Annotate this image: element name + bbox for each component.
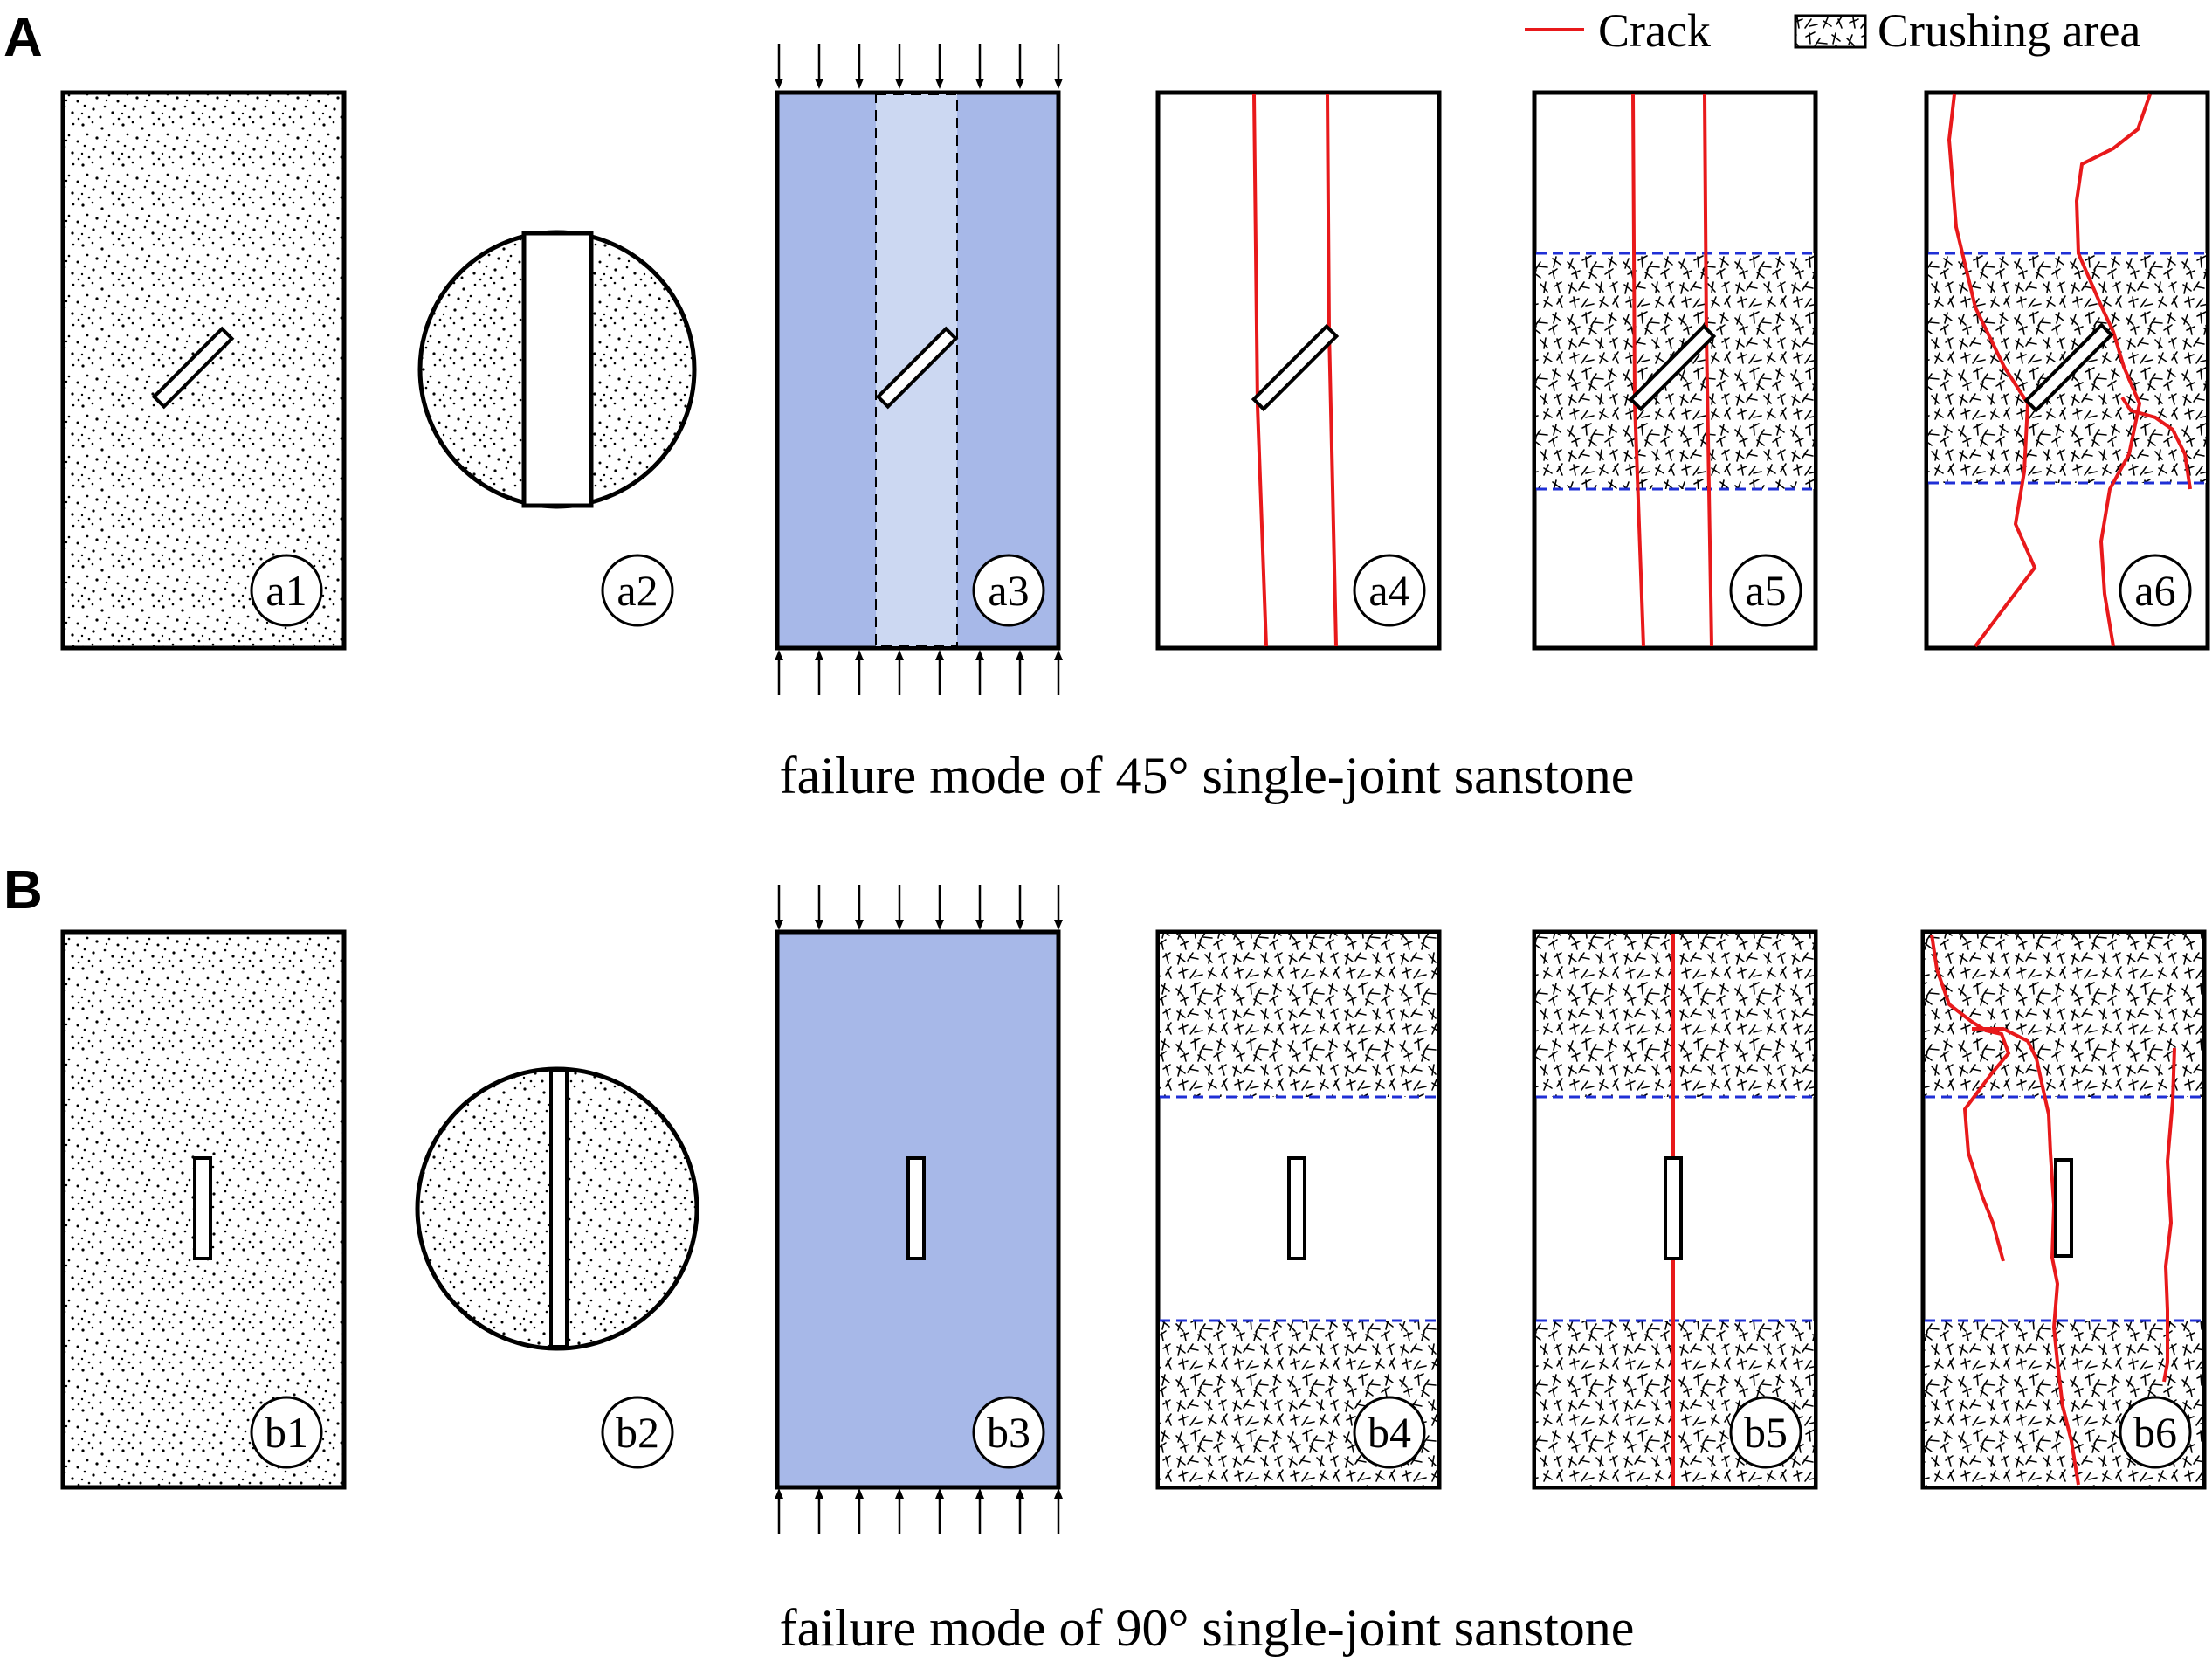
joint-a4 [1251, 323, 1340, 412]
label-circle-b5 [1729, 1396, 1802, 1469]
panel-label-a2: a2 [617, 566, 658, 615]
label-circle-b6 [2119, 1396, 2192, 1469]
panel-b6: b6 [1920, 929, 2207, 1490]
panel-a2: a2 [417, 230, 697, 627]
panel-label-a3: a3 [988, 566, 1029, 615]
joint-band-b2 [549, 1069, 569, 1348]
crack-a4-left [1252, 93, 1268, 647]
panel-letter-a: A [3, 8, 43, 68]
panel-label-a5: a5 [1745, 566, 1786, 615]
crack-legend-label: Crack [1598, 4, 1711, 57]
panel-b3: b3 [775, 885, 1063, 1534]
panel-label-a4: a4 [1368, 566, 1409, 615]
panel-a3: a3 [775, 44, 1063, 695]
joint-b3 [906, 1156, 926, 1260]
label-circle-b4 [1353, 1396, 1426, 1469]
joint-b6 [2054, 1158, 2073, 1258]
panel-label-b6: b6 [2133, 1408, 2177, 1457]
panel-label-b2: b2 [616, 1408, 659, 1457]
label-circle-b1 [250, 1396, 323, 1469]
joint-a6 [2023, 322, 2114, 413]
label-circle-a2 [601, 554, 674, 627]
crushing-area-legend-label: Crushing area [1878, 4, 2140, 57]
crushing-area-legend-swatch [1794, 14, 1867, 49]
panel-letter-b: B [3, 860, 43, 921]
joint-b5 [1664, 1156, 1683, 1260]
crack-a6-branch [2120, 396, 2192, 490]
label-circle-a4 [1353, 554, 1426, 627]
joint-b4 [1287, 1156, 1306, 1260]
panel-label-b5: b5 [1744, 1408, 1788, 1457]
joint-a5 [1628, 323, 1717, 412]
joint-a1 [151, 326, 235, 410]
label-circle-a1 [250, 554, 323, 627]
specimen-a1 [60, 90, 347, 651]
bottom-load-arrows-a3 [775, 650, 1063, 695]
panel-b1: b1 [60, 929, 347, 1490]
panel-label-a1: a1 [265, 566, 307, 615]
panel-label-b3: b3 [987, 1408, 1030, 1457]
panel-a5: a5 [1532, 90, 1818, 651]
crushing-zone-b6-top [1925, 934, 2202, 1097]
caption-row-a: failure mode of 45° single-joint sanston… [780, 747, 1635, 804]
label-circle-a5 [1729, 554, 1802, 627]
panel-b2: b2 [415, 1066, 699, 1469]
legend: Crack Crushing area [1525, 4, 2140, 57]
crushing-zone-b4-top [1160, 934, 1437, 1097]
joint-band-a2 [521, 231, 594, 508]
top-load-arrows-b3 [775, 885, 1063, 930]
crack-b6-right [2162, 1047, 2176, 1383]
caption-row-b: failure mode of 90° single-joint sanston… [780, 1599, 1635, 1657]
panel-label-b1: b1 [265, 1408, 308, 1457]
panel-a6: a6 [1924, 90, 2210, 651]
label-circle-b3 [972, 1396, 1045, 1469]
top-load-arrows-a3 [775, 44, 1063, 89]
joint-a3 [875, 326, 959, 410]
panel-a4: a4 [1155, 90, 1442, 651]
panel-label-b4: b4 [1368, 1408, 1411, 1457]
joint-b1 [193, 1156, 212, 1260]
panel-a1: a1 [60, 90, 347, 651]
crack-b6-left [1930, 934, 2011, 1262]
crack-a6-right [2074, 93, 2152, 647]
label-circle-a3 [972, 554, 1045, 627]
label-circle-b2 [601, 1396, 674, 1469]
panel-label-a6: a6 [2134, 566, 2175, 615]
panel-b5: b5 [1532, 929, 1818, 1490]
bottom-load-arrows-b3 [775, 1488, 1063, 1534]
panel-b4: b4 [1155, 929, 1442, 1490]
label-circle-a6 [2119, 554, 2192, 627]
